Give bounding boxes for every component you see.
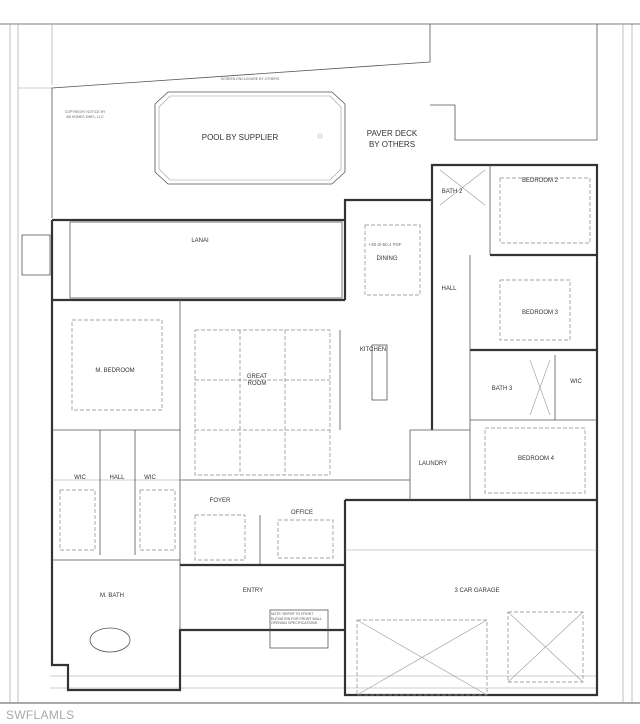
wind-pressure-note: +30.4/-50.4 PSF — [369, 242, 402, 247]
kitchen-island — [371, 344, 388, 401]
room-master-bedroom: M. BEDROOM — [95, 368, 134, 374]
room-great-room: GREAT — [247, 374, 268, 380]
bathtub — [89, 627, 131, 653]
room-lanai: LANAI — [191, 238, 209, 244]
pool — [154, 91, 346, 185]
paver-deck-label: PAVER DECK — [367, 129, 418, 138]
room-bath-3: BATH 3 — [492, 386, 513, 392]
room-great-room-2: ROOM — [248, 381, 267, 387]
room-bedroom-2: BEDROOM 2 — [522, 178, 559, 184]
room-hall-right: HALL — [441, 286, 457, 292]
pool-label: POOL BY SUPPLIER — [202, 133, 279, 142]
garage-bay-double — [356, 619, 488, 696]
paver-deck-label-2: BY OTHERS — [369, 140, 415, 149]
room-entry: ENTRY — [243, 588, 263, 594]
front-note-box — [269, 609, 329, 649]
lanai-area — [69, 221, 343, 299]
room-foyer: FOYER — [210, 498, 231, 504]
garage-bay-single — [507, 611, 584, 683]
room-laundry: LAUNDRY — [419, 461, 448, 467]
room-dining: DINING — [377, 256, 398, 262]
room-wic-left: WIC — [74, 475, 86, 481]
front-elevation-note: NOTE: REFER TO FRONT ELEVATION FOR FRONT… — [271, 612, 322, 625]
copyright-notice-2: AB HOMES SWFL, LLC — [66, 115, 104, 119]
house-exterior-wall — [50, 163, 599, 697]
screen-enclosure-note: SCREEN ENCLOSURE BY OTHERS — [221, 77, 280, 81]
room-master-bath: M. BATH — [100, 593, 124, 599]
copyright-notice: COPYRIGHT NOTICE BY — [65, 110, 106, 114]
room-office: OFFICE — [291, 510, 313, 516]
watermark: SWFLAMLS — [6, 708, 75, 722]
room-bath-2: BATH 2 — [442, 189, 463, 195]
grill — [21, 234, 51, 276]
room-wic-mid: WIC — [144, 475, 156, 481]
room-bedroom-4: BEDROOM 4 — [518, 456, 555, 462]
room-kitchen: KITCHEN — [360, 347, 386, 353]
room-bedroom-3: BEDROOM 3 — [522, 310, 559, 316]
room-garage: 3 CAR GARAGE — [454, 588, 499, 594]
room-hall-left: HALL — [109, 475, 125, 481]
room-wic-right: WIC — [570, 379, 582, 385]
screen-enclosure — [51, 24, 431, 218]
